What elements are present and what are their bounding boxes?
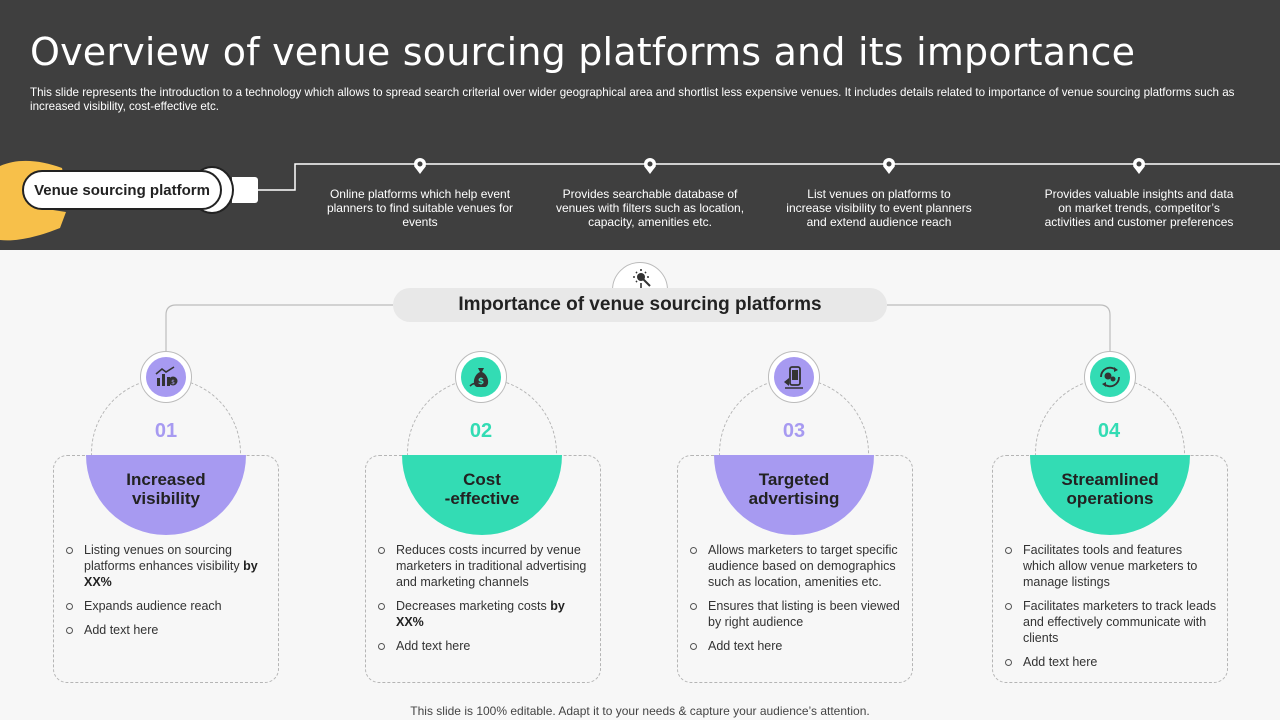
card-box: Facilitates tools and features which all… <box>992 455 1228 683</box>
venue-sourcing-pill: Venue sourcing platform <box>22 170 222 210</box>
card-icon-ring: $ <box>140 351 192 403</box>
timeline-item: Online platforms which help event planne… <box>326 187 514 229</box>
card-number: 03 <box>782 420 806 442</box>
list-item: Ensures that listing is been viewed by r… <box>690 598 900 630</box>
timeline-item: Provides searchable database of venues w… <box>555 187 745 229</box>
gears-cycle-icon <box>1090 357 1130 397</box>
list-item: Facilitates tools and features which all… <box>1005 542 1217 590</box>
svg-text:$: $ <box>478 377 484 387</box>
list-item: Add text here <box>1005 654 1217 670</box>
timeline-item: List venues on platforms to increase vis… <box>786 187 972 229</box>
money-bag-icon: $ <box>461 357 501 397</box>
card-icon-ring: $ <box>455 351 507 403</box>
list-item: Expands audience reach <box>66 598 266 614</box>
card-number: 04 <box>1097 420 1121 442</box>
list-item: Decreases marketing costs by XX% <box>378 598 588 630</box>
list-item: Reduces costs incurred by venue marketer… <box>378 542 588 590</box>
importance-title: Importance of venue sourcing platforms <box>393 288 887 322</box>
card-box: Reduces costs incurred by venue marketer… <box>365 455 601 683</box>
list-item: Listing venues on sourcing platforms enh… <box>66 542 266 590</box>
list-item: Add text here <box>378 638 588 654</box>
page-title: Overview of venue sourcing platforms and… <box>30 30 1136 74</box>
pill-tab <box>232 177 258 203</box>
footer-note: This slide is 100% editable. Adapt it to… <box>410 704 870 718</box>
header-band: Overview of venue sourcing platforms and… <box>0 0 1280 250</box>
card-icon-ring <box>768 351 820 403</box>
chart-money-icon: $ <box>146 357 186 397</box>
timeline-item: Provides valuable insights and data on m… <box>1044 187 1234 229</box>
page-subtitle: This slide represents the introduction t… <box>30 86 1235 113</box>
list-item: Allows marketers to target specific audi… <box>690 542 900 590</box>
card-number: 02 <box>469 420 493 442</box>
card-number: 01 <box>154 420 178 442</box>
svg-text:$: $ <box>171 379 175 386</box>
list-item: Add text here <box>690 638 900 654</box>
list-item: Add text here <box>66 622 266 638</box>
card-icon-ring <box>1084 351 1136 403</box>
list-item: Facilitates marketers to track leads and… <box>1005 598 1217 646</box>
mobile-marketing-icon <box>774 357 814 397</box>
timeline-connector <box>258 158 1280 191</box>
